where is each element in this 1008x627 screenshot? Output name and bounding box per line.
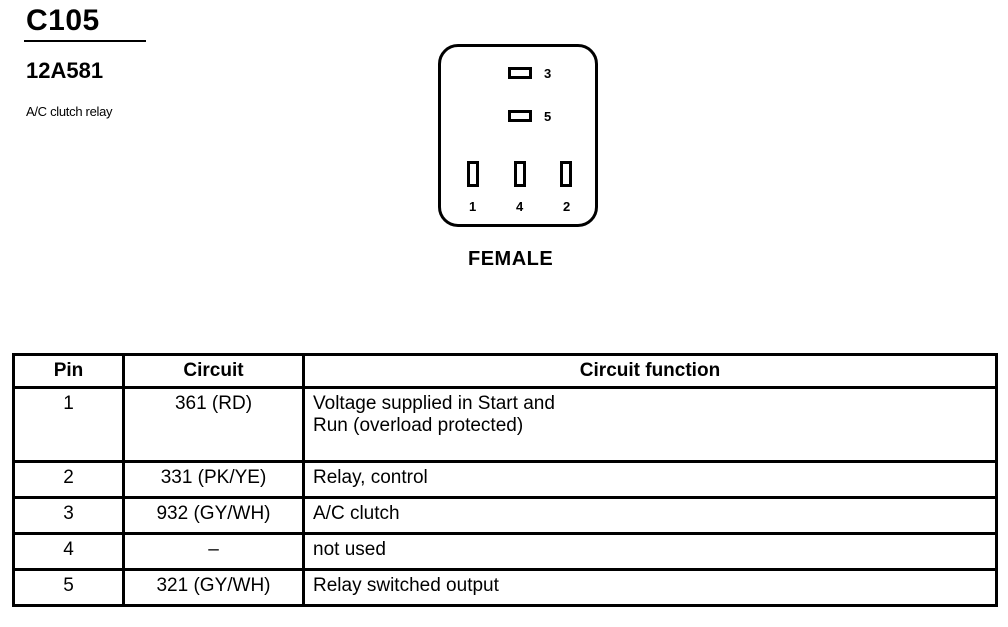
function-cell: Relay switched output: [302, 568, 998, 607]
circuit-cell: –: [122, 532, 305, 571]
table-row: 1 361 (RD) Voltage supplied in Start and…: [12, 386, 998, 463]
connector-id-underline: [24, 40, 146, 42]
pin-4-terminal: [514, 161, 526, 187]
column-header-function: Circuit function: [302, 353, 998, 389]
function-line: not used: [313, 539, 386, 560]
function-line: Relay switched output: [313, 575, 499, 596]
pin-cell: 5: [12, 568, 125, 607]
pin-3-label: 3: [544, 66, 552, 81]
function-line: Voltage supplied in Start and: [313, 393, 555, 414]
function-cell: not used: [302, 532, 998, 571]
pin-1-terminal: [467, 161, 479, 187]
circuit-cell: 321 (GY/WH): [122, 568, 305, 607]
pin-5-label: 5: [544, 109, 552, 124]
function-line: Run (overload protected): [313, 415, 524, 436]
pin-cell: 2: [12, 460, 125, 499]
circuit-cell: 331 (PK/YE): [122, 460, 305, 499]
pin-4-label: 4: [516, 199, 524, 214]
pin-2-label: 2: [563, 199, 571, 214]
column-header-pin: Pin: [12, 353, 125, 389]
connector-gender-caption: FEMALE: [468, 248, 554, 270]
function-cell: A/C clutch: [302, 496, 998, 535]
table-row: 5 321 (GY/WH) Relay switched output: [12, 568, 998, 607]
pin-cell: 4: [12, 532, 125, 571]
pin-3-terminal: [508, 67, 532, 79]
pin-5-terminal: [508, 110, 532, 122]
pin-1-label: 1: [469, 199, 477, 214]
table-row: 2 331 (PK/YE) Relay, control: [12, 460, 998, 499]
pinout-table: Pin Circuit Circuit function 1 361 (RD) …: [12, 353, 998, 607]
part-number: 12A581: [26, 58, 104, 83]
pin-cell: 1: [12, 386, 125, 463]
table-row: 3 932 (GY/WH) A/C clutch: [12, 496, 998, 535]
table-header-row: Pin Circuit Circuit function: [12, 353, 998, 389]
function-cell: Voltage supplied in Start and Run (overl…: [302, 386, 998, 463]
component-description: A/C clutch relay: [26, 104, 113, 119]
connector-id: C105: [26, 4, 100, 37]
circuit-cell: 932 (GY/WH): [122, 496, 305, 535]
connector-face: 3 5 1 4 2: [438, 44, 598, 227]
column-header-circuit: Circuit: [122, 353, 305, 389]
pin-cell: 3: [12, 496, 125, 535]
pin-2-terminal: [560, 161, 572, 187]
function-line: A/C clutch: [313, 503, 400, 524]
function-cell: Relay, control: [302, 460, 998, 499]
circuit-cell: 361 (RD): [122, 386, 305, 463]
function-line: Relay, control: [313, 467, 428, 488]
table-row: 4 – not used: [12, 532, 998, 571]
